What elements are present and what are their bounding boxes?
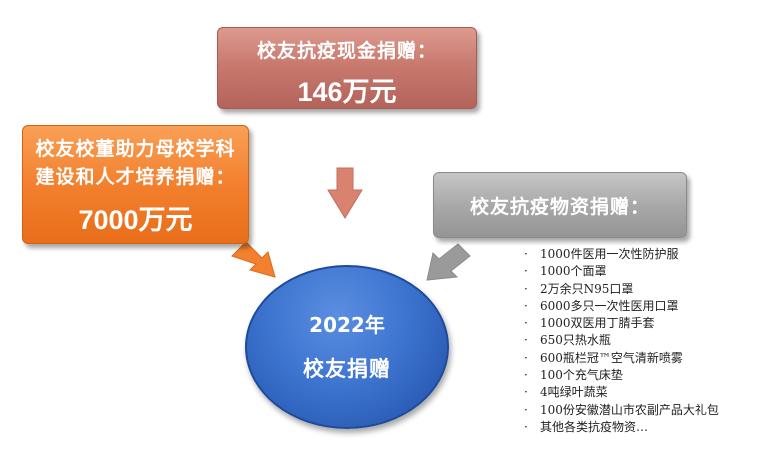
bullet-icon: · (524, 316, 528, 331)
center-title: 校友捐赠 (303, 357, 391, 381)
discipline-donation-label-2: 建设和人才培养捐赠： (35, 166, 236, 188)
supplies-donation-box: 校友抗疫物资捐赠： (433, 172, 687, 238)
list-item: · 1000个面罩 (524, 263, 719, 280)
list-item: · 100份安徽潜山市农副产品大礼包 (524, 402, 719, 419)
supply-item: 100个充气床垫 (540, 368, 623, 383)
supply-item: 4吨绿叶蔬菜 (540, 385, 608, 400)
supply-item: 其他各类抗疫物资… (540, 419, 649, 434)
discipline-donation-label-1: 校友校董助力母校学科 (35, 138, 236, 160)
cash-donation-box: 校友抗疫现金捐赠： 146万元 (217, 27, 477, 109)
supplies-donation-label: 校友抗疫物资捐赠： (469, 196, 650, 218)
arrow-down-right-icon (231, 241, 276, 278)
supply-item: 2万余只N95口罩 (540, 281, 634, 296)
cash-donation-amount: 146万元 (297, 77, 397, 107)
center-year: 2022年 (309, 313, 385, 337)
supply-item: 100份安徽潜山市农副产品大礼包 (540, 402, 719, 417)
supply-item: 1000双医用丁腈手套 (540, 316, 655, 331)
bullet-icon: · (524, 281, 528, 296)
arrow-down-icon (327, 167, 363, 219)
bullet-icon: · (524, 264, 528, 279)
bullet-icon: · (524, 368, 528, 383)
list-item: · 4吨绿叶蔬菜 (524, 384, 719, 401)
list-item: · 1000双医用丁腈手套 (524, 315, 719, 332)
bullet-icon: · (524, 385, 528, 400)
arrow-down-left-icon (426, 243, 471, 281)
bullet-icon: · (524, 333, 528, 348)
bullet-icon: · (524, 350, 528, 365)
bullet-icon: · (524, 298, 528, 313)
list-item: · 其他各类抗疫物资… (524, 419, 719, 436)
bullet-icon: · (524, 247, 528, 261)
list-item: · 100个充气床垫 (524, 367, 719, 384)
list-item: · 2万余只N95口罩 (524, 281, 719, 298)
list-item: · 650只热水瓶 (524, 332, 719, 349)
bullet-icon: · (524, 419, 528, 434)
discipline-donation-box: 校友校董助力母校学科 建设和人才培养捐赠： 7000万元 (22, 125, 249, 244)
cash-donation-label: 校友抗疫现金捐赠： (256, 40, 437, 62)
center-circle: 2022年 校友捐赠 (245, 265, 449, 429)
supply-item: 6000多只一次性医用口罩 (540, 298, 679, 313)
supply-item: 1000个面罩 (540, 264, 607, 279)
list-item: · 1000件医用一次性防护服 (524, 246, 719, 263)
list-item: · 6000多只一次性医用口罩 (524, 298, 719, 315)
discipline-donation-amount: 7000万元 (78, 205, 193, 235)
supply-item: 1000件医用一次性防护服 (540, 247, 679, 261)
supplies-list: · 1000件医用一次性防护服 · 1000个面罩 · 2万余只N95口罩 · 6000… (524, 246, 719, 436)
supply-item: 600瓶栏冠™空气清新喷雾 (540, 350, 683, 365)
supply-item: 650只热水瓶 (540, 333, 611, 348)
bullet-icon: · (524, 402, 528, 417)
list-item: · 600瓶栏冠™空气清新喷雾 (524, 350, 719, 367)
